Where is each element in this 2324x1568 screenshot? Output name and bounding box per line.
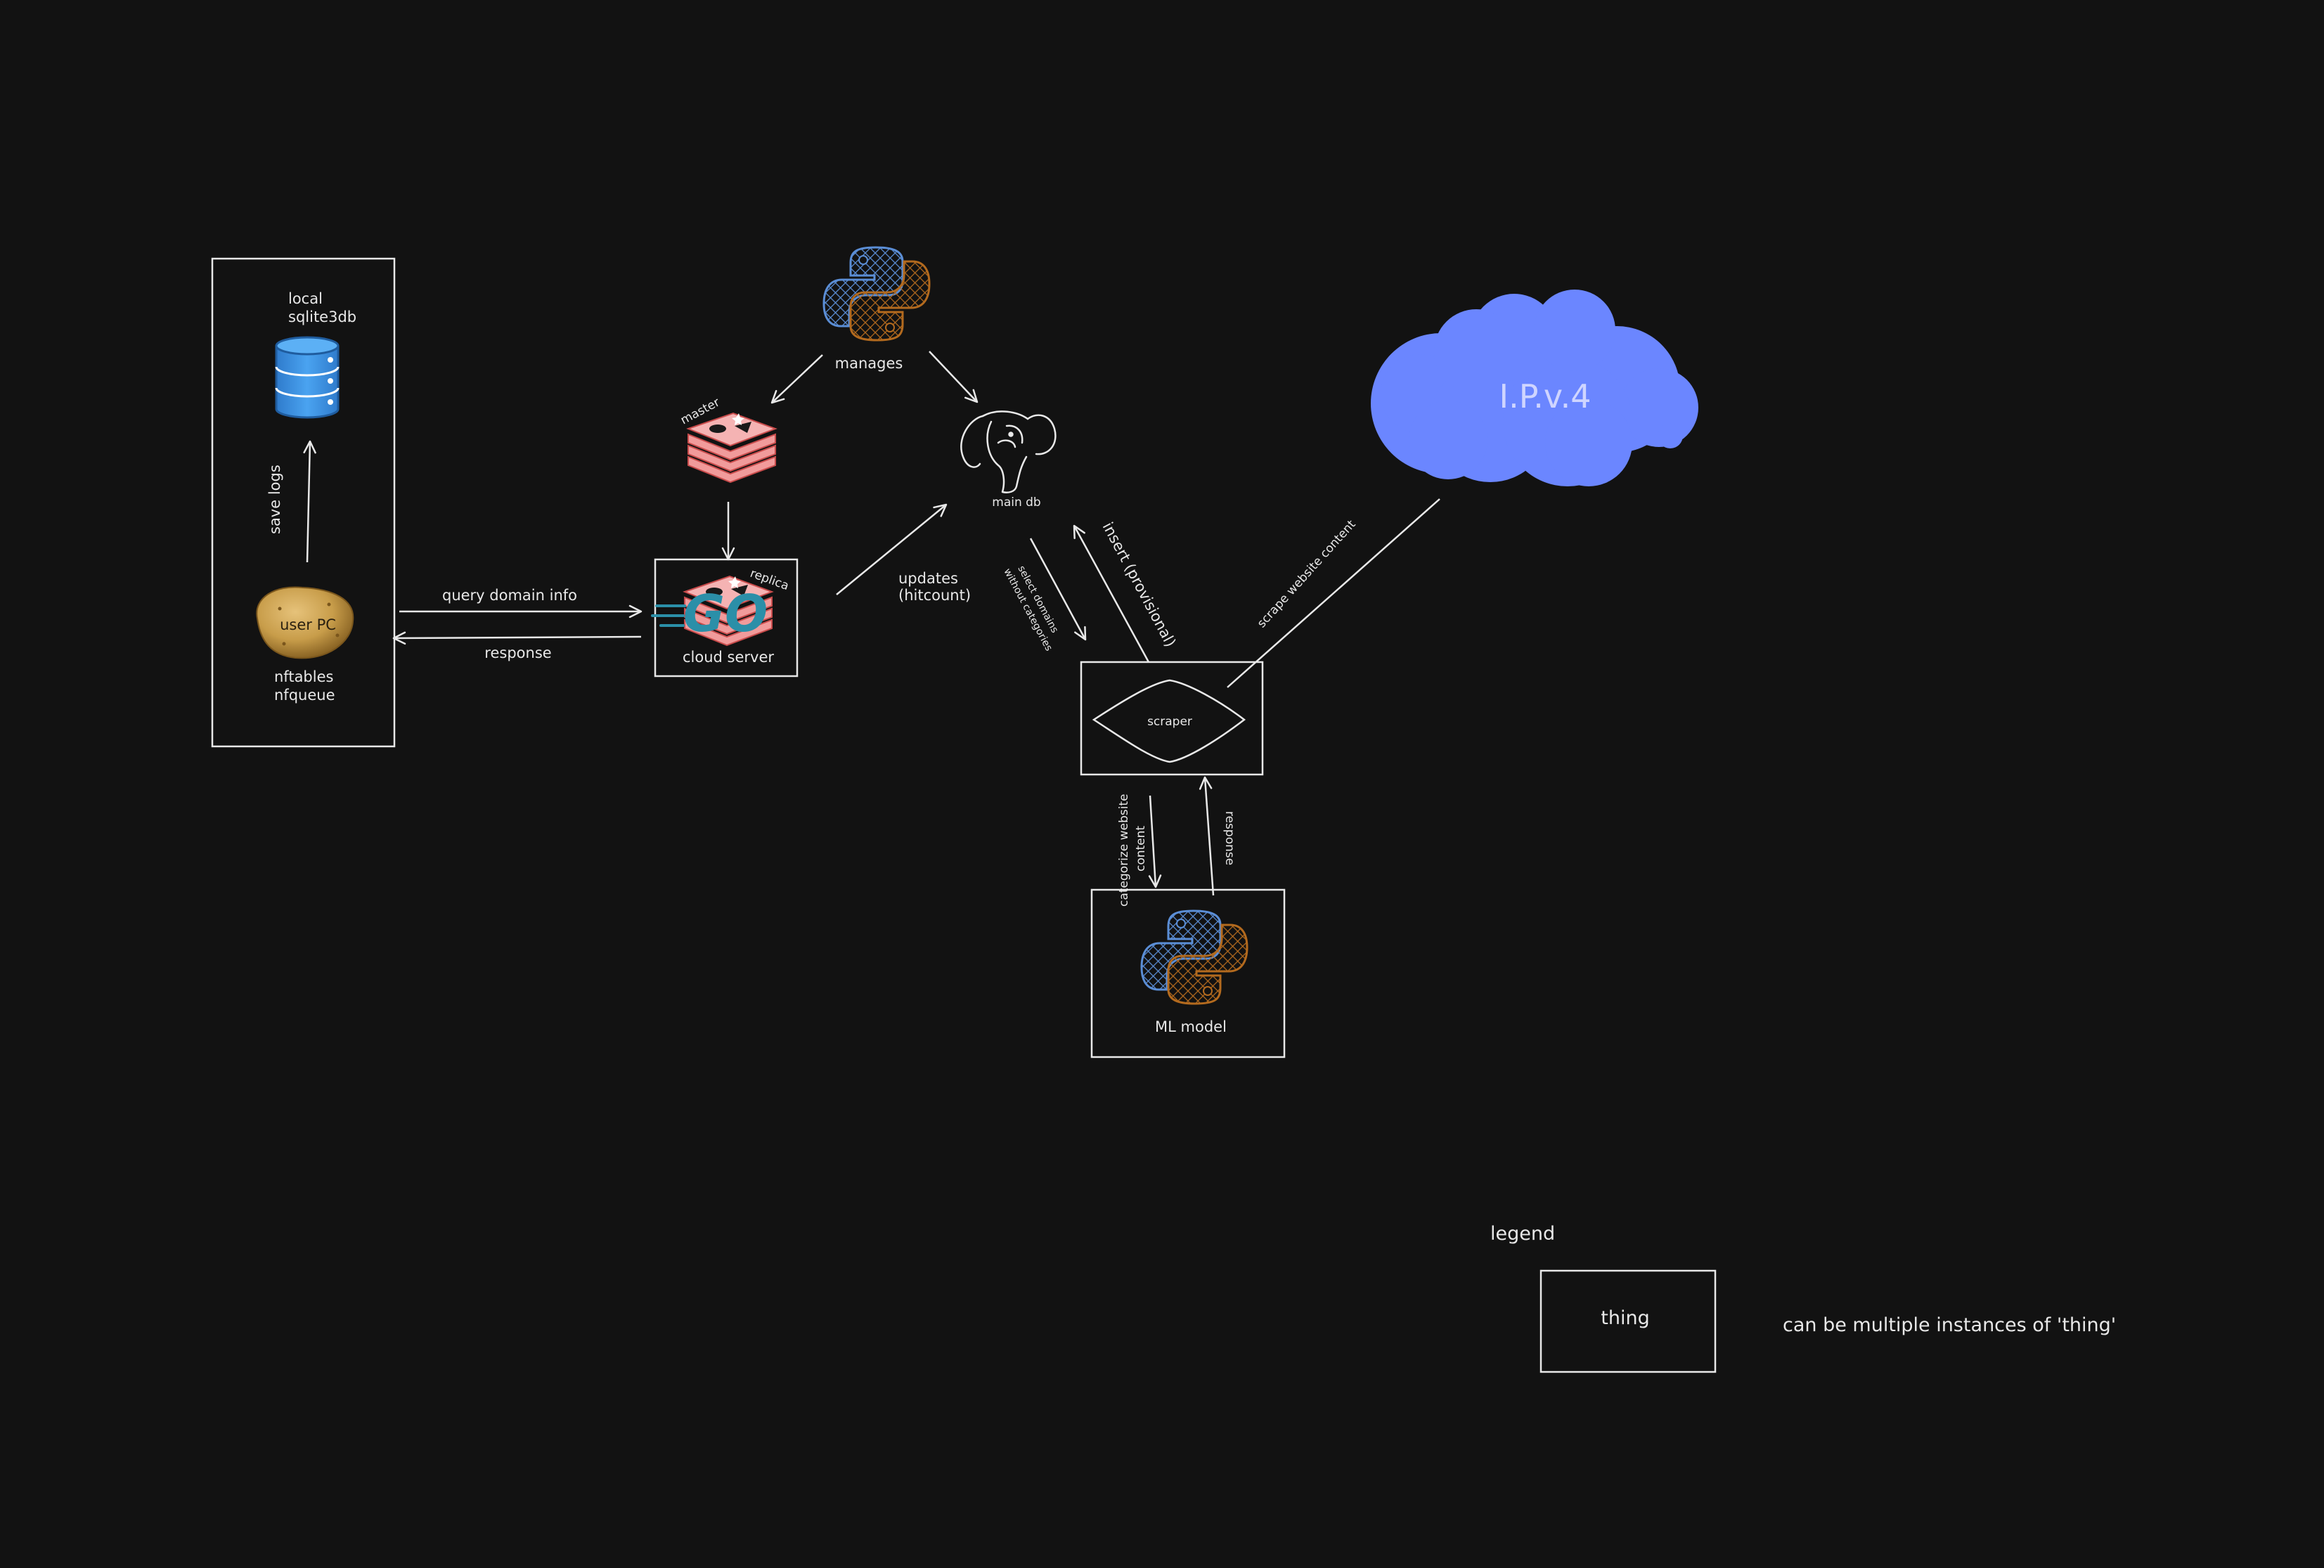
user-container: [211, 257, 396, 748]
categorize-label: categorize website: [1117, 794, 1131, 907]
insert-provisional-label: insert (provisional): [1099, 519, 1180, 649]
go-logo-icon: GO: [683, 584, 768, 643]
nfqueue-label: nfqueue: [274, 687, 335, 704]
database-cylinder-icon: [275, 336, 340, 419]
updates-label: updates: [898, 570, 958, 587]
response-label: response: [484, 644, 551, 661]
arrow-save-logs: [303, 440, 316, 563]
categorize-content-label: content: [1134, 826, 1148, 872]
cloud-server-label: cloud server: [683, 649, 774, 666]
arrow-manages-maindb: [929, 351, 979, 403]
redis-logo-icon: [687, 413, 776, 483]
arrow-insert-provisional: [1073, 524, 1150, 663]
legend-thing-box: [1539, 1269, 1717, 1373]
python-logo-icon: [822, 246, 931, 342]
query-domain-label: query domain info: [442, 587, 577, 604]
ml-response-label: response: [1222, 811, 1237, 865]
scraper-label: scraper: [1147, 715, 1192, 729]
potato-icon: [256, 586, 354, 659]
cloud-server-box: [654, 558, 799, 678]
nftables-label: nftables: [274, 668, 333, 685]
go-speed-lines: [651, 604, 686, 627]
user-pc-label: user PC: [280, 616, 336, 633]
scraper-box: [1080, 661, 1264, 776]
arrow-select-domains: [1029, 538, 1087, 641]
scrape-content-label: scrape website content: [1255, 517, 1359, 630]
manages-label: manages: [835, 355, 903, 372]
local-db-label: local: [288, 290, 323, 307]
local-db-label-2: sqlite3db: [288, 309, 356, 325]
arrow-scrape: [1227, 498, 1440, 688]
arrow-manages-master: [770, 354, 823, 404]
arrow-categorize: [1148, 795, 1162, 888]
legend-title: legend: [1490, 1223, 1555, 1245]
arrow-response: [392, 631, 642, 645]
ml-model-box: [1090, 888, 1286, 1058]
ml-python-logo-icon: [1140, 909, 1248, 1005]
arrow-updates: [836, 503, 948, 595]
legend-thing-label: thing: [1601, 1307, 1649, 1329]
arrow-ml-response: [1199, 776, 1215, 896]
hitcount-label: (hitcount): [898, 587, 971, 604]
legend-description: can be multiple instances of 'thing': [1783, 1314, 2116, 1336]
postgresql-elephant-icon: [960, 410, 1057, 493]
scraper-diamond: [1092, 679, 1246, 763]
save-logs-label: save logs: [266, 465, 283, 534]
main-db-label: main db: [992, 495, 1040, 510]
cloud-label: I.P.v.4: [1499, 377, 1592, 415]
ml-model-label: ML model: [1155, 1018, 1227, 1035]
cloud-icon: [1371, 290, 1698, 486]
